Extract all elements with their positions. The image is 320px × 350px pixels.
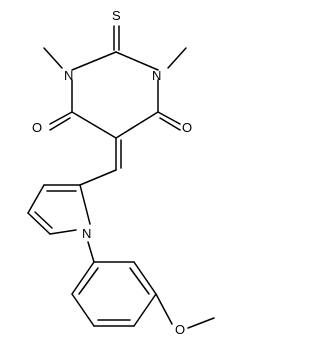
structure-svg: S N N O O N O xyxy=(27,8,215,337)
atom-label-o-methoxy: O xyxy=(175,322,185,337)
bond-n-phenyl xyxy=(87,241,95,263)
bonds xyxy=(27,25,215,329)
bond-c6-o xyxy=(49,111,73,125)
bond-ph-6-1 xyxy=(71,261,95,295)
atom-label-s: S xyxy=(112,8,121,23)
bond-o-methyl xyxy=(187,317,215,329)
molecule-diagram: S N N O O N O xyxy=(27,8,215,337)
bond-ph-2-3-inner xyxy=(129,267,150,295)
bond-c2-n1 xyxy=(71,51,117,71)
bond-ph-2-3 xyxy=(133,261,157,295)
bond-pyr-c5-n xyxy=(49,229,77,235)
bond-pyr-n-c2 xyxy=(79,184,91,225)
bond-ph-o xyxy=(155,293,173,325)
bond-c6-o-double xyxy=(49,117,71,131)
atom-label-n-pyrrole: N xyxy=(82,226,91,241)
atom-labels: S N N O O N O xyxy=(32,8,192,337)
atom-label-o-right: O xyxy=(182,120,192,135)
bond-n1-methyl xyxy=(43,47,63,69)
bond-ph-6-1-inner xyxy=(78,267,99,295)
bond-n3-methyl xyxy=(167,47,187,69)
atom-label-n1: N xyxy=(64,68,73,83)
atom-label-n3: N xyxy=(152,68,161,83)
atom-label-o-left: O xyxy=(32,120,42,135)
bond-c4-o-double xyxy=(159,117,181,131)
bond-c4-o xyxy=(157,111,181,125)
bond-methine-pyrrole xyxy=(79,169,117,186)
bond-c6-c5 xyxy=(71,111,117,139)
bond-pyr-c4-c5-double xyxy=(34,211,53,229)
bond-pyr-c3-c4 xyxy=(27,184,45,214)
bond-c2-n3 xyxy=(115,51,159,71)
bond-c4-c5 xyxy=(115,111,159,139)
bond-ph-5-6 xyxy=(71,293,95,327)
bond-pyr-c4-c5 xyxy=(27,212,51,235)
bond-ph-3-4 xyxy=(133,293,157,327)
